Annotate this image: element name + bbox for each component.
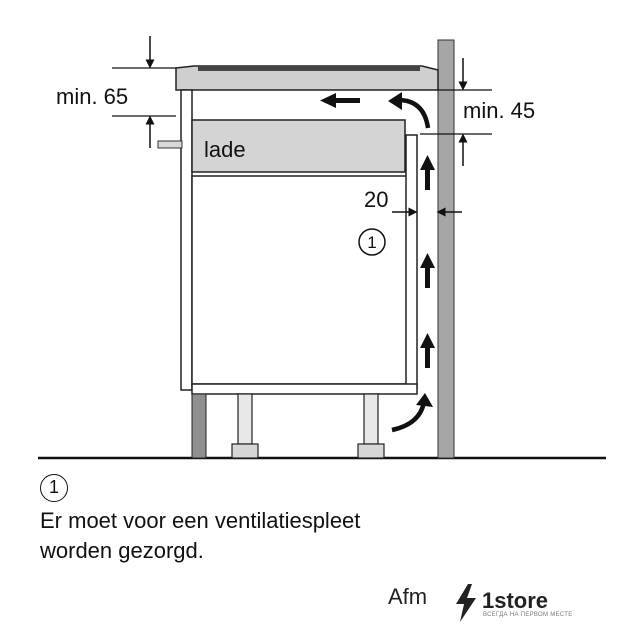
footer-label: Afm <box>388 584 428 609</box>
airflow-arrow-icon <box>420 333 435 368</box>
note-marker: 1 <box>40 474 68 502</box>
leg-left <box>237 393 253 445</box>
cabinet-side <box>180 89 193 391</box>
curved-arrow-head <box>416 393 433 407</box>
min-side-label: min. 45 <box>463 98 535 123</box>
cabinet-back <box>405 134 418 389</box>
hob <box>175 65 439 91</box>
marker-label: 1 <box>367 233 376 252</box>
cabinet-body <box>191 175 408 385</box>
knob <box>157 140 183 149</box>
circle-marker-icon <box>358 228 386 256</box>
drawer <box>191 119 406 173</box>
store-logo: 1store ВСЕГДА НА ПЕРВОМ МЕСТЕ <box>450 582 590 622</box>
leg-right-foot <box>357 443 385 459</box>
plinth <box>191 393 207 459</box>
cabinet-base <box>191 383 418 395</box>
airflow-arrow-icon <box>320 93 360 108</box>
curved-arrow-icon <box>391 401 427 433</box>
wall <box>437 39 455 459</box>
airflow-arrow-icon <box>420 253 435 288</box>
note-line-2: worden gezorgd. <box>40 538 204 563</box>
logo-name: 1store <box>482 588 549 613</box>
min-top-label: min. 65 <box>56 84 128 109</box>
lightning-logo-icon <box>456 584 476 622</box>
leg-right <box>363 393 379 445</box>
leg-left-foot <box>231 443 259 459</box>
airflow-arrow-icon <box>420 155 435 190</box>
logo-tagline: ВСЕГДА НА ПЕРВОМ МЕСТЕ <box>483 612 573 618</box>
drawer-label: lade <box>204 137 246 162</box>
curved-arrow-head <box>388 92 402 110</box>
gap-label: 20 <box>364 187 388 212</box>
curved-arrow-icon <box>397 97 431 129</box>
note-line-1: Er moet voor een ventilatiespleet <box>40 508 361 533</box>
hob-glass <box>198 66 420 71</box>
